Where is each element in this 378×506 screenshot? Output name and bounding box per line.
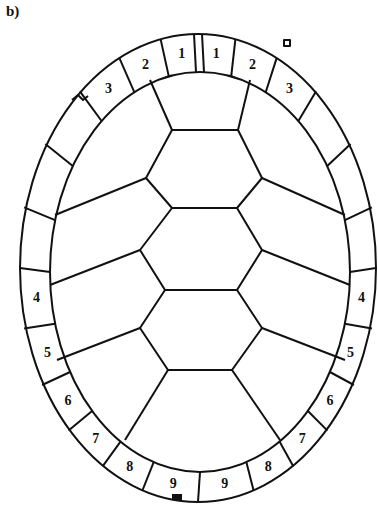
callout-number: 7 bbox=[92, 432, 99, 446]
notch-mark bbox=[172, 494, 182, 500]
callout-number: 9 bbox=[170, 477, 177, 491]
callout-number: 8 bbox=[126, 460, 133, 474]
marginal-dividers bbox=[20, 34, 376, 502]
callout-number: 5 bbox=[44, 346, 51, 360]
callout-number: 3 bbox=[286, 82, 293, 96]
callout-number: 4 bbox=[358, 291, 365, 305]
figure-label: b) bbox=[6, 4, 19, 19]
notch-marks bbox=[72, 40, 290, 100]
callout-number: 8 bbox=[265, 460, 272, 474]
callout-number: 1 bbox=[213, 47, 220, 61]
callout-number: 2 bbox=[142, 58, 149, 72]
callout-number: 3 bbox=[105, 82, 112, 96]
carapace-outline bbox=[20, 34, 376, 502]
callout-number: 1 bbox=[178, 47, 185, 61]
callout-number: 2 bbox=[249, 58, 256, 72]
callout-number: 7 bbox=[299, 432, 306, 446]
central-scutes bbox=[50, 80, 350, 440]
callout-number: 5 bbox=[347, 346, 354, 360]
marginal-inner-edge bbox=[50, 72, 350, 472]
callout-number: 9 bbox=[221, 477, 228, 491]
callout-number: 6 bbox=[326, 394, 333, 408]
callout-number: 6 bbox=[65, 394, 72, 408]
callout-number: 4 bbox=[33, 291, 40, 305]
